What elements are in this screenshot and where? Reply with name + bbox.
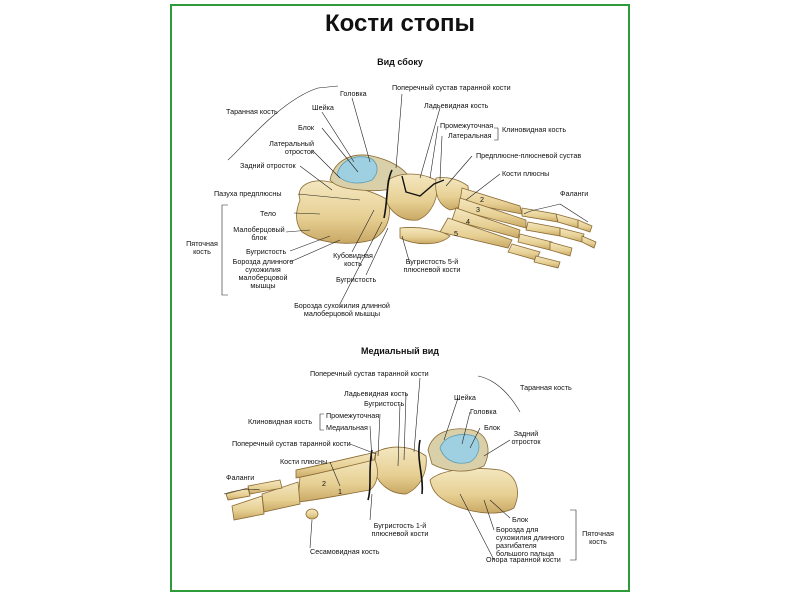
- label-m-medialnaya: Медиальная: [326, 423, 368, 432]
- label-kosti-plusny: Кости плюсны: [502, 169, 550, 178]
- label-m-opora: Опора таранной кости: [486, 555, 561, 564]
- metatarsal-number: 3: [476, 205, 480, 214]
- label-ladevidnaya: Ладьевидная кость: [424, 101, 489, 110]
- label-m-kosti-plusny: Кости плюсны: [280, 457, 328, 466]
- label-borozda-dl: Борозда длинного сухожилия малоберцовой …: [232, 257, 294, 290]
- label-pyatochnaya: Пяточная кость: [186, 239, 218, 256]
- medial-leader-lines: [223, 375, 577, 561]
- page-title: Кости стопы: [325, 10, 475, 37]
- metatarsal-number: 5: [454, 229, 458, 238]
- label-golovka: Головка: [340, 89, 367, 98]
- label-m-promezh: Промежуточная: [326, 411, 380, 420]
- label-promezh: Промежуточная: [440, 121, 494, 130]
- label-m-blok: Блок: [484, 423, 501, 432]
- label-m-golovka: Головка: [470, 407, 497, 416]
- metatarsal-number: 2: [322, 479, 326, 488]
- label-predplusne: Предплюсне-плюсневой сустав: [476, 151, 582, 160]
- label-borozda-suh: Борозда сухожилия длинной малоберцовой м…: [294, 301, 390, 318]
- label-bugristost5: Бугристость 5-й плюсневой кости: [403, 257, 461, 274]
- label-m-ladevidnaya: Ладьевидная кость: [344, 389, 409, 398]
- label-m-bugristost: Бугристость: [364, 399, 405, 408]
- medial-foot-bones: [225, 428, 518, 521]
- label-zad-otrostok: Задний отросток: [240, 161, 296, 170]
- label-telo: Тело: [260, 209, 277, 218]
- label-malober-blok: Малоберцовый блок: [233, 225, 285, 242]
- label-poperechny: Поперечный сустав таранной кости: [392, 83, 511, 92]
- label-pazuha: Пазуха предплюсны: [214, 189, 282, 198]
- metatarsal-number: 1: [338, 487, 342, 496]
- lateral-leader-lines: [221, 85, 589, 305]
- label-m-falangi: Фаланги: [226, 473, 255, 482]
- label-kubovidnaya: Кубовидная кость: [333, 251, 373, 268]
- lateral-foot-bones: [296, 154, 597, 269]
- label-m-zad-otrostok: Задний отросток: [511, 429, 541, 446]
- label-bugristost: Бугристость: [246, 247, 287, 256]
- label-taran: Таранная кость: [226, 107, 278, 116]
- label-m-klinovid: Клиновидная кость: [248, 417, 313, 426]
- lateral-heading: Вид сбоку: [377, 57, 423, 67]
- metatarsal-number: 2: [480, 195, 484, 204]
- label-m-sheika: Шейка: [454, 393, 476, 402]
- metatarsal-number: 4: [466, 217, 470, 226]
- label-lateralnaya: Латеральная: [448, 131, 492, 140]
- label-m-borozda: Борозда для сухожилия длинного разгибате…: [496, 525, 565, 558]
- label-m-poperechny2: Поперечный сустав таранной кости: [232, 439, 351, 448]
- label-bugristost2: Бугристость: [336, 275, 377, 284]
- label-sheika: Шейка: [312, 103, 334, 112]
- label-m-pyatochnaya: Пяточная кость: [582, 529, 614, 546]
- label-lat-otrostok: Латеральный отросток: [269, 139, 314, 156]
- label-m-taran: Таранная кость: [520, 383, 572, 392]
- medial-heading: Медиальный вид: [361, 346, 439, 356]
- label-m-blok2: Блок: [512, 515, 529, 524]
- label-blok: Блок: [298, 123, 315, 132]
- label-m-sesamovid: Сесамовидная кость: [310, 547, 380, 556]
- label-falangi: Фаланги: [560, 189, 589, 198]
- label-klinovid: Клиновидная кость: [502, 125, 567, 134]
- label-m-bugristost1: Бугристость 1-й плюсневой кости: [371, 521, 429, 538]
- label-m-poperechny: Поперечный сустав таранной кости: [310, 369, 429, 378]
